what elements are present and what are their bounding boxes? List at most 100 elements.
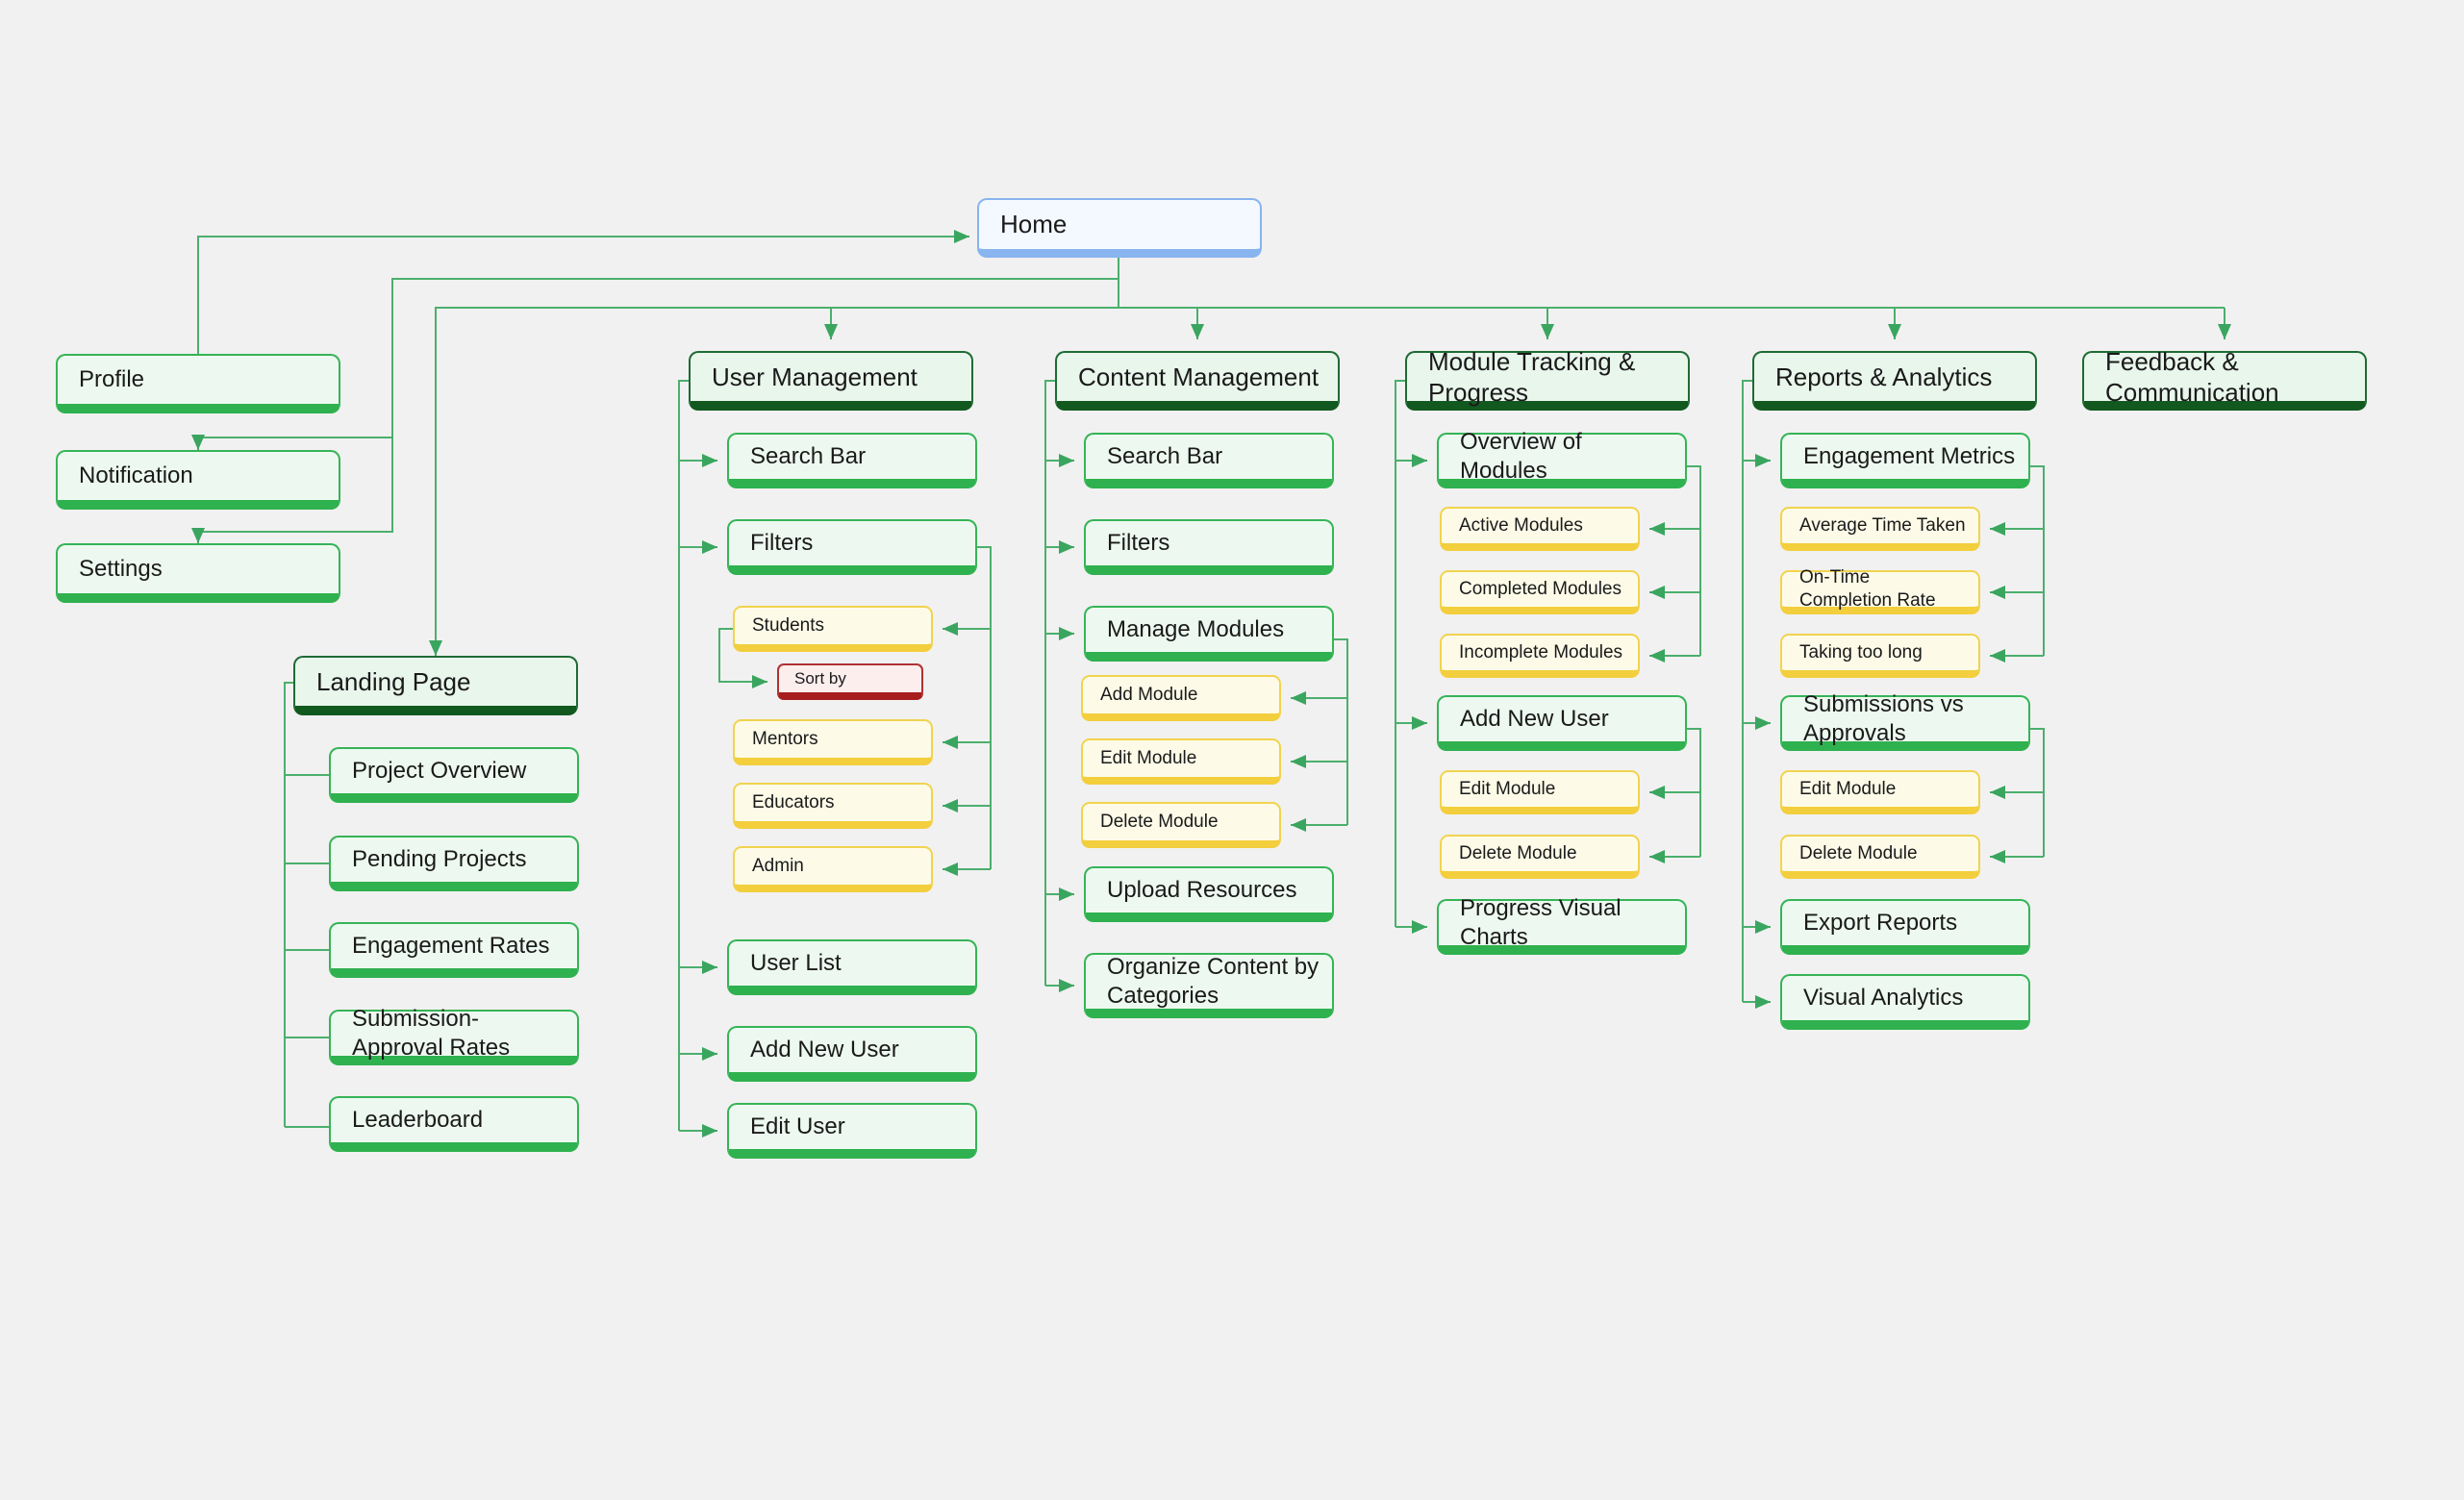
node-user-management[interactable]: User Management (689, 351, 973, 411)
node-cm-add-module[interactable]: Add Module (1081, 675, 1281, 721)
node-label: Module Tracking & Progress (1428, 346, 1636, 408)
node-mt-delete-module[interactable]: Delete Module (1440, 835, 1640, 879)
node-label: Project Overview (352, 758, 527, 784)
node-label: Export Reports (1803, 910, 1958, 936)
node-content-management[interactable]: Content Management (1055, 351, 1340, 411)
node-ra-delete-module[interactable]: Delete Module (1780, 835, 1980, 879)
node-cm-manage-modules[interactable]: Manage Modules (1084, 606, 1334, 662)
node-label: Content Management (1078, 362, 1320, 391)
node-um-students[interactable]: Students (733, 606, 933, 652)
node-profile[interactable]: Profile (56, 354, 340, 413)
node-label: Students (752, 615, 824, 637)
node-label: Add Module (1100, 685, 1198, 706)
node-label: Reports & Analytics (1775, 362, 1993, 391)
node-home[interactable]: Home (977, 198, 1262, 258)
node-label: Submission-Approval Rates (352, 1006, 511, 1061)
node-label: Sort by (794, 669, 846, 688)
node-label: Profile (79, 366, 145, 392)
node-label: Active Modules (1459, 515, 1583, 537)
node-cm-search-bar[interactable]: Search Bar (1084, 433, 1334, 488)
node-label: Edit Module (1100, 748, 1197, 769)
node-um-sort-by[interactable]: Sort by (777, 663, 923, 700)
node-label: Search Bar (750, 443, 867, 469)
node-label: Notification (79, 462, 193, 488)
node-label: Home (1000, 210, 1068, 239)
node-label: Submissions vs Approvals (1803, 691, 1964, 746)
node-um-educators[interactable]: Educators (733, 783, 933, 829)
node-label: Search Bar (1107, 443, 1223, 469)
node-cm-upload-resources[interactable]: Upload Resources (1084, 866, 1334, 922)
node-ra-average-time-taken[interactable]: Average Time Taken (1780, 507, 1980, 551)
node-label: Average Time Taken (1799, 515, 1966, 537)
node-label: Overview of Modules (1460, 429, 1582, 484)
node-engagement-rates[interactable]: Engagement Rates (329, 922, 579, 978)
node-project-overview[interactable]: Project Overview (329, 747, 579, 803)
node-label: Completed Modules (1459, 579, 1622, 600)
node-label: Filters (750, 530, 814, 556)
node-label: Edit Module (1799, 779, 1897, 800)
node-mt-progress-visual-charts[interactable]: Progress Visual Charts (1437, 895, 1687, 955)
node-cm-organize-content[interactable]: Organize Content by Categories (1084, 953, 1334, 1018)
node-label: Engagement Metrics (1803, 443, 2016, 469)
node-notification[interactable]: Notification (56, 450, 340, 510)
node-label: Mentors (752, 729, 818, 750)
node-label: Progress Visual Charts (1460, 895, 1622, 950)
node-feedback-communication[interactable]: Feedback & Communication (2082, 347, 2367, 411)
node-label: User List (750, 950, 842, 976)
node-cm-delete-module[interactable]: Delete Module (1081, 802, 1281, 848)
node-mt-edit-module[interactable]: Edit Module (1440, 770, 1640, 814)
node-leaderboard[interactable]: Leaderboard (329, 1096, 579, 1152)
node-label: User Management (712, 362, 918, 391)
node-um-admin[interactable]: Admin (733, 846, 933, 892)
node-cm-edit-module[interactable]: Edit Module (1081, 738, 1281, 785)
node-mt-completed-modules[interactable]: Completed Modules (1440, 570, 1640, 614)
node-label: Engagement Rates (352, 933, 550, 959)
node-label: Delete Module (1100, 812, 1219, 833)
node-label: Organize Content by Categories (1107, 954, 1320, 1009)
node-pending-projects[interactable]: Pending Projects (329, 836, 579, 891)
node-cm-filters[interactable]: Filters (1084, 519, 1334, 575)
node-module-tracking-progress[interactable]: Module Tracking & Progress (1405, 347, 1690, 411)
node-ra-on-time-completion-rate[interactable]: On-Time Completion Rate (1780, 567, 1980, 614)
node-settings[interactable]: Settings (56, 543, 340, 603)
node-ra-submissions-vs-approvals[interactable]: Submissions vs Approvals (1780, 691, 2030, 751)
node-label: Add New User (750, 1037, 899, 1062)
node-mt-incomplete-modules[interactable]: Incomplete Modules (1440, 634, 1640, 678)
node-mt-add-new-user[interactable]: Add New User (1437, 695, 1687, 751)
node-label: Add New User (1460, 706, 1609, 732)
node-label: Settings (79, 556, 163, 582)
node-ra-engagement-metrics[interactable]: Engagement Metrics (1780, 433, 2030, 488)
node-label: Pending Projects (352, 846, 527, 872)
node-label: Landing Page (316, 666, 471, 696)
node-um-add-new-user[interactable]: Add New User (727, 1026, 977, 1082)
node-um-search-bar[interactable]: Search Bar (727, 433, 977, 488)
node-label: Visual Analytics (1803, 985, 1964, 1011)
node-label: Delete Module (1459, 843, 1577, 864)
node-ra-visual-analytics[interactable]: Visual Analytics (1780, 974, 2030, 1030)
node-label: On-Time Completion Rate (1799, 567, 1936, 611)
node-um-edit-user[interactable]: Edit User (727, 1103, 977, 1159)
node-label: Filters (1107, 530, 1170, 556)
node-reports-analytics[interactable]: Reports & Analytics (1752, 351, 2037, 411)
node-label: Leaderboard (352, 1107, 484, 1133)
node-um-user-list[interactable]: User List (727, 939, 977, 995)
node-ra-edit-module[interactable]: Edit Module (1780, 770, 1980, 814)
node-label: Delete Module (1799, 843, 1918, 864)
node-mt-active-modules[interactable]: Active Modules (1440, 507, 1640, 551)
node-label: Upload Resources (1107, 877, 1297, 903)
node-ra-taking-too-long[interactable]: Taking too long (1780, 634, 1980, 678)
node-label: Admin (752, 856, 804, 877)
node-label: Edit User (750, 1113, 845, 1139)
node-label: Taking too long (1799, 642, 1923, 663)
node-um-mentors[interactable]: Mentors (733, 719, 933, 765)
node-submission-approval-rates[interactable]: Submission-Approval Rates (329, 1006, 579, 1065)
node-label: Manage Modules (1107, 616, 1285, 642)
node-label: Edit Module (1459, 779, 1556, 800)
node-label: Educators (752, 792, 835, 813)
node-ra-export-reports[interactable]: Export Reports (1780, 899, 2030, 955)
node-um-filters[interactable]: Filters (727, 519, 977, 575)
node-label: Incomplete Modules (1459, 642, 1623, 663)
node-mt-overview-of-modules[interactable]: Overview of Modules (1437, 429, 1687, 488)
node-landing-page[interactable]: Landing Page (293, 656, 578, 715)
